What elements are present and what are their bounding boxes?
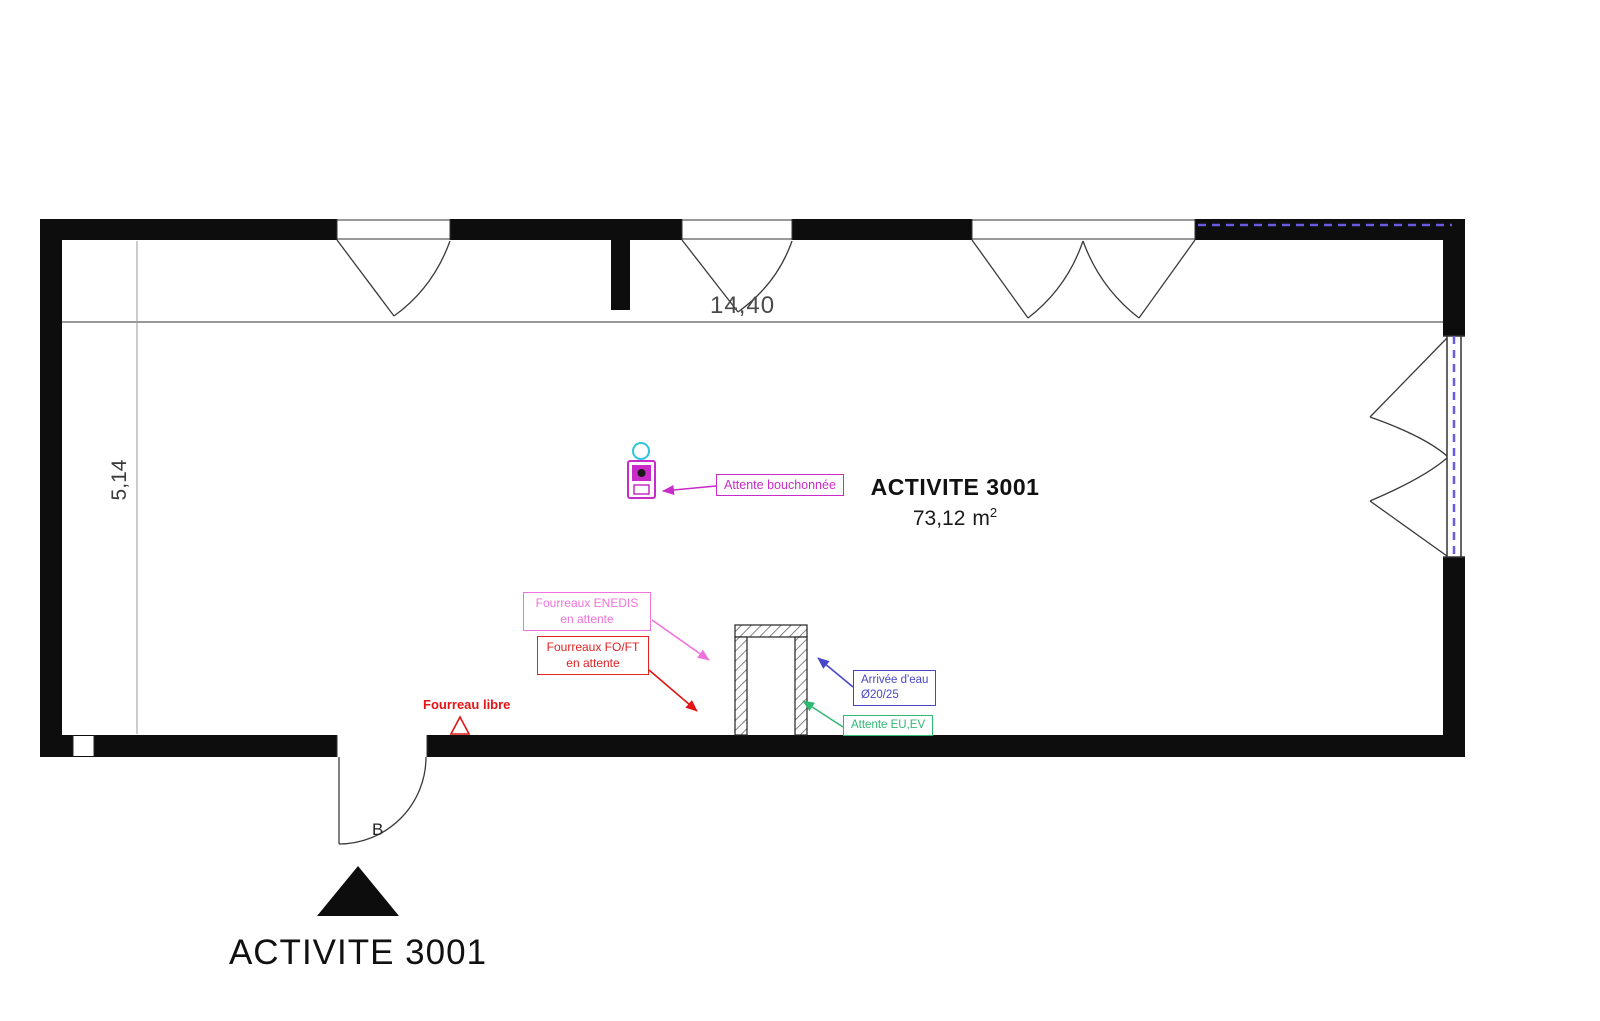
duct-wall-left (734, 636, 748, 736)
door-b-arc (338, 756, 427, 845)
wall-bottom-1 (40, 735, 337, 757)
fourreau-libre-marker (449, 715, 471, 735)
wall-top-2 (450, 219, 682, 240)
leader-attente-bouchonnee (662, 484, 717, 495)
double-door-right-arc (1082, 240, 1140, 319)
wall-top-1 (40, 219, 337, 240)
door-swing-1-leaf (336, 239, 395, 317)
annotation-fourreaux-foft-line2: en attente (566, 655, 620, 670)
annotation-arrivee-eau-line1: Arrivée d'eau (861, 674, 929, 686)
leader-arrivee-eau (817, 657, 854, 688)
wall-left (40, 219, 62, 757)
door-b-label: B (372, 820, 384, 839)
annotation-fourreaux-foft-line1: Fourreaux FO/FT (546, 640, 640, 654)
right-door-lower-arc (1369, 457, 1448, 502)
duct-shaft (734, 624, 808, 736)
right-door-upper-arc (1369, 416, 1448, 457)
annotation-fourreaux-enedis-line1: Fourreaux ENEDIS (535, 596, 639, 610)
water-fixture (627, 442, 656, 499)
wall-right-top (1443, 219, 1465, 336)
fixture-dot (637, 469, 646, 477)
wall-top-4 (1195, 219, 1465, 240)
wall-notch (72, 735, 95, 757)
annotation-fourreaux-foft: Fourreaux FO/FT en attente (537, 636, 649, 676)
room-label-block: ACTIVITE 3001 73,12 m2 (828, 474, 1082, 531)
room-area-unit: m (972, 507, 990, 530)
double-door-left-leaf (971, 239, 1029, 319)
right-door-lower-leaf (1369, 500, 1448, 557)
right-door-upper-leaf (1369, 337, 1448, 418)
room-area: 73,12 m2 (828, 505, 1082, 531)
door-openings (336, 219, 1196, 757)
fixture-cyan-circle (632, 442, 650, 460)
room-name: ACTIVITE 3001 (870, 474, 1040, 500)
double-door-right-leaf (1138, 239, 1196, 319)
right-window (1443, 335, 1465, 558)
door-swings (336, 239, 1448, 845)
dashed-utility-line (1198, 223, 1456, 556)
door-swing-2-arc (737, 240, 793, 313)
door-swing-1-arc (393, 240, 451, 317)
leader-fourreaux-foft (648, 669, 698, 712)
page-title: ACTIVITE 3001 (228, 933, 488, 972)
annotation-arrivee-eau: Arrivée d'eau Ø20/25 (853, 670, 937, 706)
annotation-arrows (648, 484, 854, 728)
annotation-fourreaux-enedis-line2: en attente (560, 611, 614, 626)
room-area-exponent: 2 (989, 505, 998, 520)
walls (40, 219, 1465, 757)
annotation-fourreaux-enedis: Fourreaux ENEDIS en attente (523, 592, 651, 632)
entry-triangle-marker (317, 866, 399, 916)
duct-wall-top (734, 624, 808, 638)
leader-fourreaux-enedis (651, 619, 710, 661)
wall-bottom-2 (427, 735, 1465, 757)
annotation-arrivee-eau-line2: Ø20/25 (861, 688, 899, 701)
room-area-value: 73,12 (912, 507, 966, 530)
dimension-width: 14,40 (710, 292, 776, 319)
dimension-height: 5,14 (108, 459, 131, 501)
wall-top-3 (792, 219, 972, 240)
annotation-attente-bouchonnee: Attente bouchonnée (716, 474, 844, 497)
wall-right-bottom (1443, 557, 1465, 757)
duct-wall-right (794, 636, 808, 736)
leader-attente-eu-ev (802, 700, 844, 728)
wall-stub (611, 240, 630, 310)
double-door-left-arc (1027, 240, 1084, 319)
fixture-base (633, 484, 650, 495)
door-swing-2-leaf (681, 239, 739, 313)
annotation-attente-eu-ev: Attente EU,EV (843, 715, 934, 736)
annotation-fourreau-libre: Fourreau libre (423, 697, 511, 712)
